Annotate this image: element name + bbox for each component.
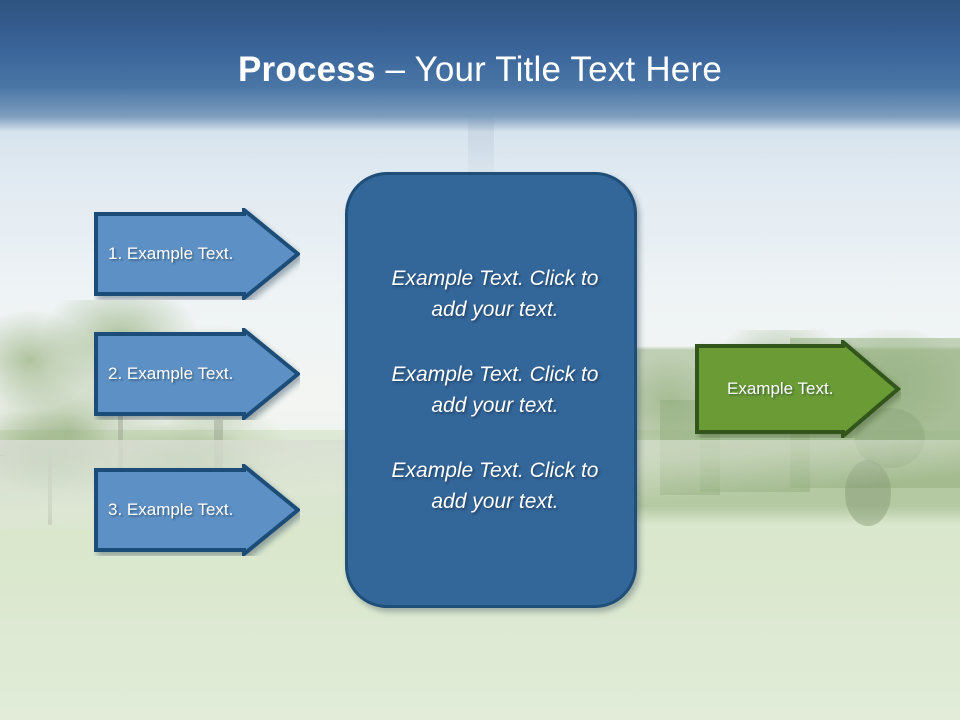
arrow-right-icon bbox=[695, 340, 901, 438]
center-box-paragraph-2: Example Text. Click to add your text. bbox=[391, 363, 599, 417]
arrow-right-icon bbox=[94, 328, 300, 420]
process-input-arrow-3-label: 3. Example Text. bbox=[108, 500, 234, 519]
page-title-bold: Process bbox=[238, 50, 376, 89]
process-center-box[interactable]: Example Text. Click to add your text. Ex… bbox=[345, 172, 637, 608]
process-input-arrow-2-label: 2. Example Text. bbox=[108, 364, 234, 383]
process-input-arrow-2[interactable]: 2. Example Text. bbox=[94, 328, 300, 420]
center-box-spacer bbox=[374, 325, 616, 359]
process-output-arrow-label: Example Text. bbox=[727, 379, 834, 398]
center-box-paragraph-3: Example Text. Click to add your text. bbox=[391, 459, 599, 513]
process-input-arrow-1[interactable]: 1. Example Text. bbox=[94, 208, 300, 300]
page-title: Process – Your Title Text Here bbox=[0, 48, 960, 92]
arrow-right-icon bbox=[94, 464, 300, 556]
process-input-arrow-3[interactable]: 3. Example Text. bbox=[94, 464, 300, 556]
arrow-right-icon bbox=[94, 208, 300, 300]
process-input-arrow-1-label: 1. Example Text. bbox=[108, 244, 234, 263]
process-output-arrow[interactable]: Example Text. bbox=[695, 340, 901, 438]
title-banner: Process – Your Title Text Here bbox=[0, 0, 960, 132]
center-box-paragraph-1: Example Text. Click to add your text. bbox=[391, 267, 599, 321]
center-box-spacer bbox=[374, 421, 616, 455]
page-title-rest: – Your Title Text Here bbox=[375, 50, 722, 89]
